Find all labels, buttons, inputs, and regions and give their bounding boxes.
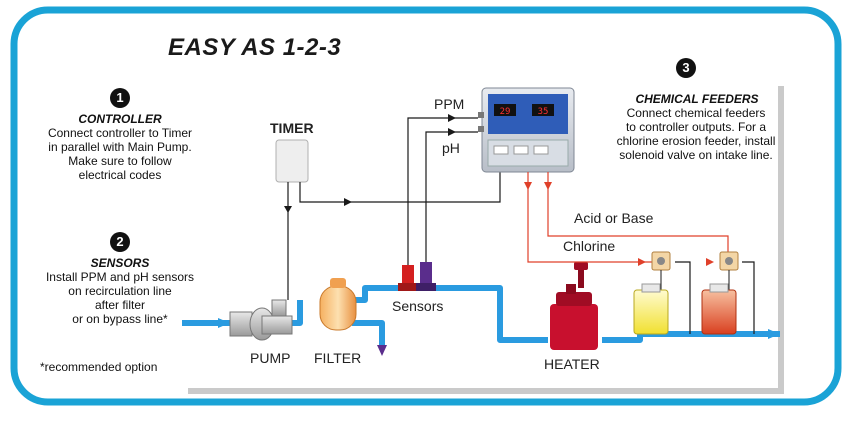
timer-controller-line (299, 170, 501, 203)
heater-graphic (550, 262, 598, 350)
step-1-number: 1 (110, 88, 130, 108)
step-1-line: Connect controller to Timer (47, 126, 193, 140)
outlet-arrow (768, 329, 780, 339)
step-2-line: on recirculation line (68, 284, 172, 298)
step-3-number: 3 (676, 58, 696, 78)
step-3-title: CHEMICAL FEEDERS (635, 92, 759, 106)
ppm-label: PPM (434, 96, 465, 112)
step-2-title: SENSORS (90, 256, 150, 270)
step-3-line: to controller outputs. For a (625, 120, 767, 134)
ph-sensor-base (416, 283, 436, 291)
chlorine-in-arrow (638, 258, 646, 266)
controller-graphic (478, 87, 575, 173)
step-2-number: 2 (110, 232, 130, 252)
step-3-line: solenoid valve on intake line. (619, 148, 773, 162)
acid-or-base-label: Acid or Base (574, 210, 654, 226)
inlet-arrow (218, 318, 230, 328)
filter-label: FILTER (314, 350, 362, 366)
acid-tank-cap (709, 283, 729, 293)
step-1-line: in parallel with Main Pump. (48, 140, 192, 154)
filter-graphic (319, 278, 357, 331)
ph-label: pH (442, 140, 460, 156)
ppm-sensor (402, 265, 414, 287)
acid-tank (701, 289, 737, 335)
chlorine-pump-dial (657, 257, 665, 265)
sensors-label: Sensors (392, 298, 444, 314)
step-2-body: Install PPM and pH sensors on recirculat… (34, 270, 206, 326)
step-2-line: Install PPM and pH sensors (45, 270, 195, 284)
acid-pump-dial (725, 257, 733, 265)
step-2-line: or on bypass line* (72, 312, 168, 326)
controller-readout-left: 29 (500, 107, 511, 117)
step-1-line: Make sure to follow (68, 154, 172, 168)
timer-box (275, 139, 309, 183)
step-3-body: Connect chemical feeders to controller o… (604, 106, 788, 162)
acid-out-arrow (544, 182, 552, 190)
step-3-line: Connect chemical feeders (626, 106, 766, 120)
timer-down-arrow (284, 206, 292, 213)
ph-arrow (448, 128, 456, 136)
ph-sensor (420, 262, 432, 287)
ppm-sensor-base (398, 283, 418, 291)
timer-right-arrow (344, 198, 352, 206)
heater-label: HEATER (544, 356, 600, 372)
chlorine-injection-line (675, 261, 691, 334)
controller-readout-right: 35 (538, 107, 549, 117)
headline: EASY AS 1-2-3 (168, 34, 342, 61)
pump-graphic (229, 299, 293, 341)
chlorine-tank-cap (641, 283, 661, 293)
ph-signal-line (425, 131, 478, 290)
chlorine-out-arrow (524, 182, 532, 190)
step-1-title: CONTROLLER (78, 112, 162, 126)
headline-tab (150, 30, 400, 68)
drain-arrow (377, 345, 387, 356)
step-1-line: electrical codes (78, 168, 162, 182)
pump-label: PUMP (250, 350, 291, 366)
step-2-line: after filter (94, 298, 145, 312)
step-3-line: chlorine erosion feeder, install (616, 134, 776, 148)
timer-label: TIMER (270, 120, 314, 136)
ppm-arrow (448, 114, 456, 122)
acid-in-arrow (706, 258, 714, 266)
acid-injection-line (742, 261, 755, 334)
step-1-body: Connect controller to Timer in parallel … (36, 126, 204, 182)
chlorine-tank (633, 289, 669, 335)
footnote: *recommended option (40, 360, 158, 374)
chlorine-label: Chlorine (563, 238, 616, 254)
